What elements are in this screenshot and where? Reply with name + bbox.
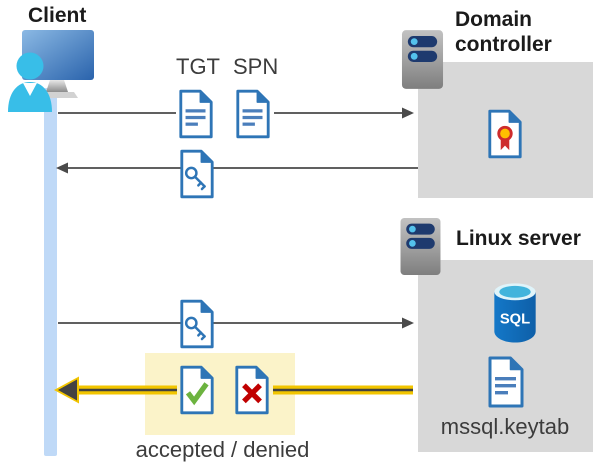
monitor-stand [46, 80, 68, 92]
spn-document-icon [234, 89, 272, 139]
domain-controller-label: Domain controller [455, 8, 552, 56]
certificate-ribbon [497, 125, 513, 151]
sql-database-icon: SQL [494, 283, 536, 343]
result-highlight-box [145, 353, 295, 435]
arrow-domain-controller-to-client [56, 162, 418, 174]
check-icon [185, 382, 209, 406]
accepted-document-icon [178, 365, 216, 415]
key-document-icon-dc [178, 149, 216, 199]
person-icon [8, 52, 52, 112]
spn-label: SPN [233, 54, 279, 79]
result-label: accepted / denied [135, 437, 310, 462]
arrow-client-to-linux-server [58, 317, 414, 329]
tgt-label: TGT [176, 54, 220, 79]
tgt-document-icon [177, 89, 215, 139]
client-lifeline-bar [44, 88, 57, 456]
client-icon [8, 30, 94, 112]
client-label: Client [28, 4, 87, 27]
domain-controller-server-icon [401, 29, 444, 90]
certificate-document-icon [486, 109, 524, 159]
denied-document-icon [233, 365, 271, 415]
keytab-document-icon [486, 356, 526, 408]
linux-server-label: Linux server [456, 227, 581, 250]
linux-server-icon [399, 217, 442, 276]
keytab-label: mssql.keytab [440, 414, 570, 439]
sql-icon-label: SQL [500, 311, 530, 327]
key-document-icon-linux [178, 299, 216, 349]
